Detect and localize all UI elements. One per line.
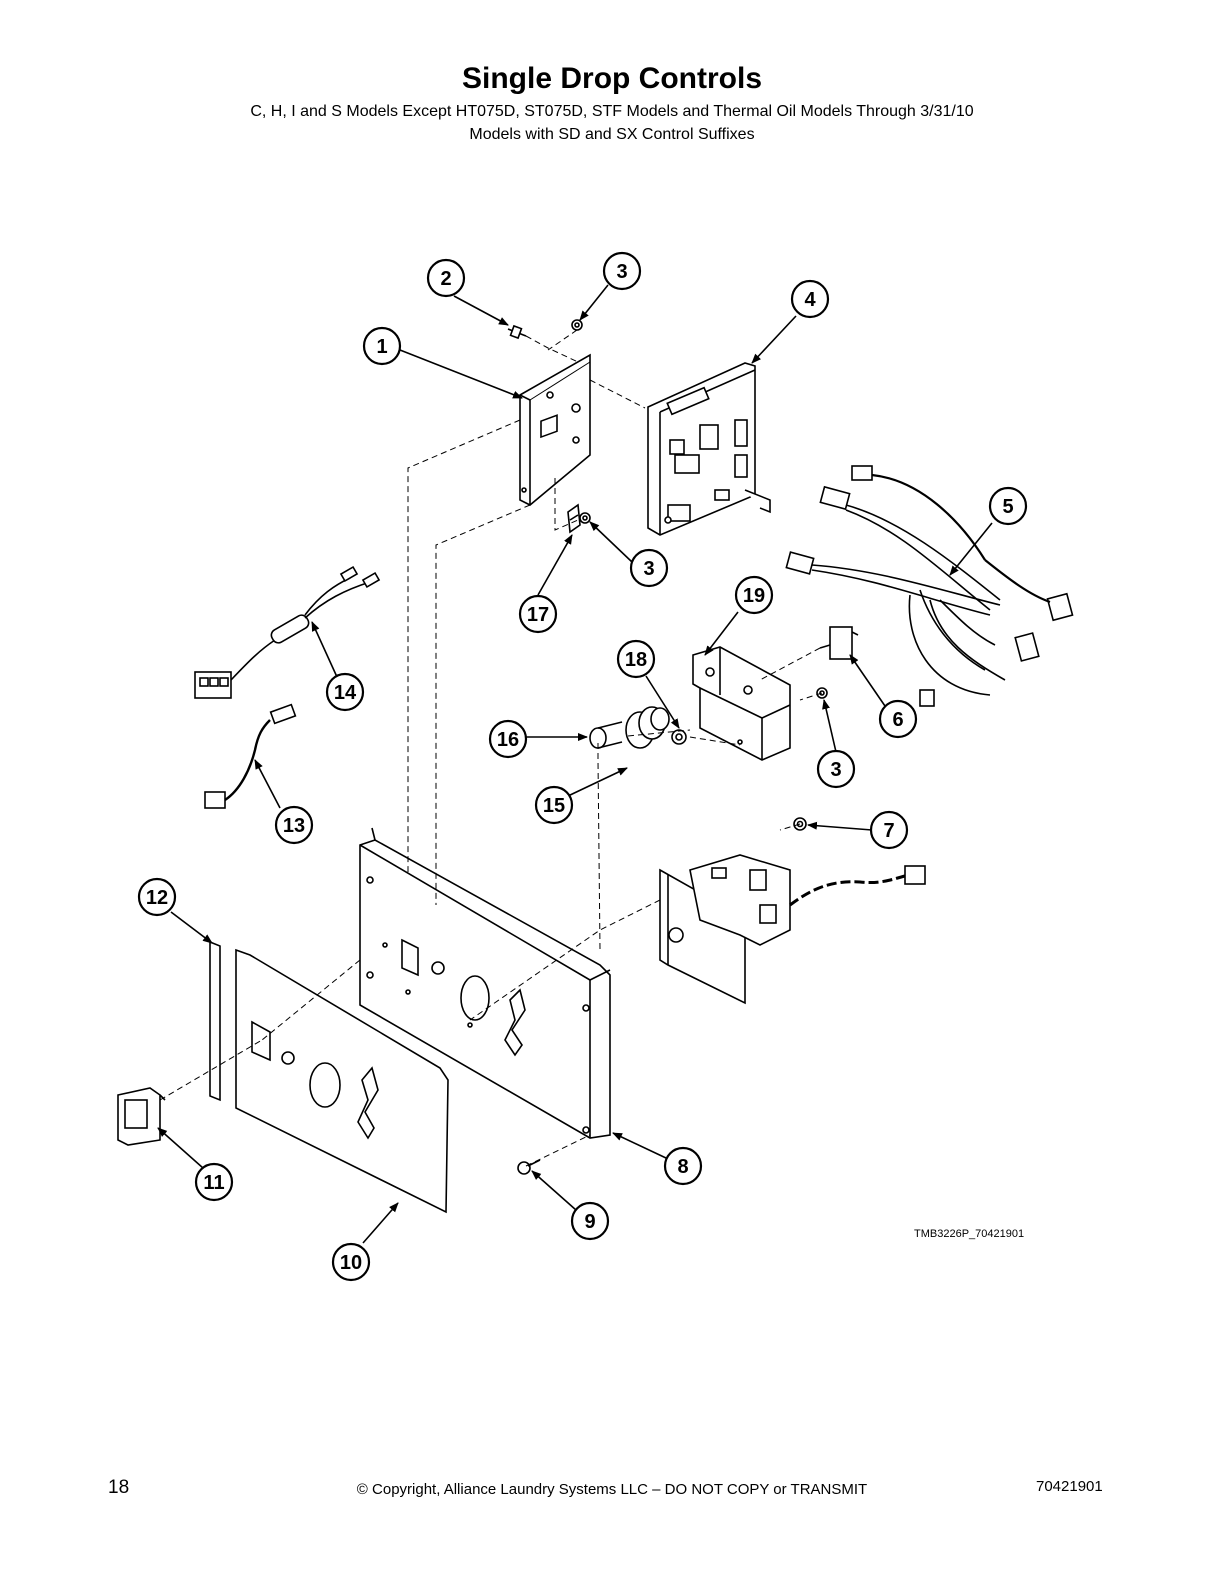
callout-circle <box>869 810 909 850</box>
callout-6: 6 <box>878 699 918 739</box>
callout-circle <box>790 279 830 319</box>
callout-label: 10 <box>340 1252 362 1274</box>
callout-label: 7 <box>883 820 894 842</box>
callout-circle <box>518 594 558 634</box>
document-number: 70421901 <box>1036 1478 1103 1495</box>
callout-19: 19 <box>734 575 774 615</box>
callout-label: 15 <box>543 795 565 817</box>
part-1-bracket-plate <box>519 353 591 506</box>
callout-circle <box>137 877 177 917</box>
callout-15: 15 <box>534 785 574 825</box>
callout-12: 12 <box>137 877 177 917</box>
callout-label: 19 <box>743 585 765 607</box>
figure-id: TMB3226P_70421901 <box>914 1228 1025 1240</box>
part-12-gasket-strip <box>209 940 221 1102</box>
part-19-switch-bracket <box>692 646 791 761</box>
part-11-rocker-switch <box>117 1087 166 1146</box>
copyright-notice: © Copyright, Alliance Laundry Systems LL… <box>356 1481 868 1498</box>
part-3-nut-right <box>816 687 828 699</box>
callout-circle <box>570 1201 610 1241</box>
callout-3: 3 <box>602 251 642 291</box>
callout-circle <box>426 258 466 298</box>
part-9-screw <box>517 1159 541 1175</box>
callout-circle <box>602 251 642 291</box>
part-8-back-panel <box>359 827 611 1139</box>
callout-13: 13 <box>274 805 314 845</box>
callout-label: 1 <box>376 336 387 358</box>
callout-5: 5 <box>988 486 1028 526</box>
callout-circle <box>194 1162 234 1202</box>
callout-label: 17 <box>527 604 549 626</box>
callout-circle <box>274 805 314 845</box>
callout-8: 8 <box>663 1146 703 1186</box>
callout-label: 6 <box>892 709 903 731</box>
callout-circle <box>878 699 918 739</box>
callout-circle <box>325 672 365 712</box>
callout-17: 17 <box>518 594 558 634</box>
callout-circle <box>488 719 528 759</box>
callout-label: 3 <box>830 759 841 781</box>
callout-label: 3 <box>616 261 627 283</box>
callout-label: 11 <box>203 1172 224 1194</box>
callout-circle <box>362 326 402 366</box>
part-15-knob <box>625 706 670 749</box>
callout-label: 13 <box>283 815 305 837</box>
assembly-guide-lines <box>159 329 823 1167</box>
callout-3: 3 <box>816 749 856 789</box>
callout-9: 9 <box>570 1201 610 1241</box>
part-7-nut <box>793 817 807 831</box>
callout-11: 11 <box>194 1162 234 1202</box>
callout-leaders <box>157 284 993 1244</box>
callout-circle <box>616 639 656 679</box>
part-18-washer <box>671 729 687 745</box>
callout-3: 3 <box>629 548 669 588</box>
page-subtitle-suffixes: Models with SD and SX Control Suffixes <box>469 126 755 143</box>
callout-label: 3 <box>643 558 654 580</box>
page-subtitle-models: C, H, I and S Models Except HT075D, ST07… <box>250 103 974 120</box>
callout-circle <box>816 749 856 789</box>
callout-7: 7 <box>869 810 909 850</box>
page-title: Single Drop Controls <box>462 62 762 95</box>
part-6-rotary-switch <box>819 626 859 660</box>
callout-circle <box>988 486 1028 526</box>
callout-label: 14 <box>334 682 357 704</box>
part-14-harness <box>194 565 381 699</box>
callout-label: 18 <box>625 649 647 671</box>
callout-circle <box>629 548 669 588</box>
callout-circle <box>331 1242 371 1282</box>
part-2-screw <box>507 324 527 340</box>
callout-label: 8 <box>677 1156 688 1178</box>
callout-14: 14 <box>325 672 365 712</box>
callout-circle <box>534 785 574 825</box>
callout-label: 4 <box>804 289 816 311</box>
part-5-wire-harness <box>785 465 1074 707</box>
part-3-nut-mid <box>579 512 591 524</box>
callout-label: 12 <box>146 887 168 909</box>
callout-18: 18 <box>616 639 656 679</box>
page-number: 18 <box>108 1477 130 1498</box>
callout-circle <box>734 575 774 615</box>
callout-circle <box>663 1146 703 1186</box>
part-16-indicator-lens <box>589 721 623 749</box>
callout-1: 1 <box>362 326 402 366</box>
callout-4: 4 <box>790 279 830 319</box>
part-4-control-board <box>647 362 771 536</box>
callout-10: 10 <box>331 1242 371 1282</box>
callout-label: 16 <box>497 729 519 751</box>
part-17-clip <box>567 503 581 534</box>
callout-label: 5 <box>1002 496 1013 518</box>
callout-label: 9 <box>584 1211 595 1233</box>
control-assembly-bracket <box>659 854 926 1005</box>
callout-16: 16 <box>488 719 528 759</box>
part-10-overlay-panel <box>235 948 449 1214</box>
callout-label: 2 <box>440 268 451 290</box>
part-3-nut-top <box>571 319 583 331</box>
callout-2: 2 <box>426 258 466 298</box>
part-13-sensor-harness <box>204 703 297 809</box>
